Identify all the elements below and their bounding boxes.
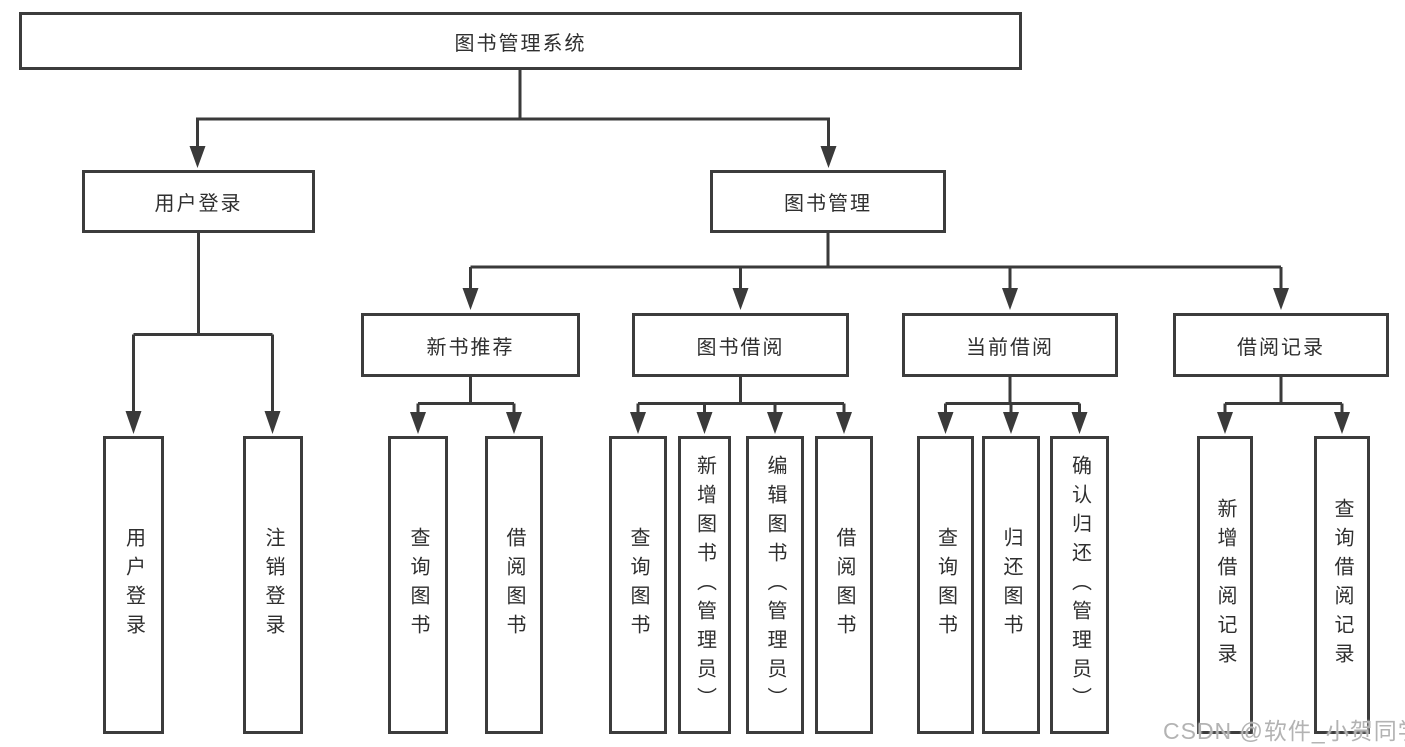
arrowhead-edit-books-admin — [767, 412, 783, 434]
node-borrowing-records: 借阅记录 — [1173, 313, 1389, 377]
node-book-management: 图书管理 — [710, 170, 946, 233]
leaf-label: 借阅图书 — [503, 527, 525, 643]
node-user-login: 用户登录 — [82, 170, 315, 233]
leaf-label: 借阅图书 — [833, 527, 855, 643]
arrowhead-user-login — [189, 146, 206, 168]
connector-borrowing-to-leaves — [636, 377, 846, 415]
leaf-label: 查询借阅记录 — [1331, 498, 1353, 672]
leaf-query-borrow-record: 查询借阅记录 — [1314, 436, 1370, 734]
leaf-query-books-borrowing: 查询图书 — [609, 436, 667, 734]
leaf-logout-login: 注销登录 — [243, 436, 303, 734]
arrowhead-borrow-books-1 — [506, 412, 522, 434]
leaf-add-books-admin: 新增图书（管理员） — [678, 436, 731, 734]
arrowhead-borrow-books-2 — [836, 412, 852, 434]
leaf-label: 编辑图书（管理员） — [764, 454, 786, 716]
leaf-edit-books-admin: 编辑图书（管理员） — [746, 436, 804, 734]
arrowhead-leaf-logout — [264, 411, 281, 434]
leaf-borrow-books-borrowing: 借阅图书 — [815, 436, 873, 734]
leaf-query-books-current: 查询图书 — [917, 436, 974, 734]
arrowhead-book-management — [820, 146, 837, 168]
arrowhead-add-books-admin — [696, 412, 713, 434]
node-library-system: 图书管理系统 — [19, 12, 1022, 70]
leaf-label: 用户登录 — [122, 527, 145, 643]
arrowhead-return-books — [1003, 412, 1019, 434]
arrowhead-query-books-1 — [410, 412, 426, 434]
leaf-label: 新增借阅记录 — [1214, 498, 1236, 672]
arrowhead-current-borrowing — [1002, 288, 1018, 310]
arrowhead-query-borrow-record — [1334, 412, 1350, 434]
leaf-label: 查询图书 — [934, 527, 957, 643]
arrowhead-book-borrowing — [732, 288, 749, 310]
connector-mgmt-to-level3 — [469, 233, 1283, 290]
arrowhead-query-books-2 — [630, 412, 646, 434]
node-current-borrowing: 当前借阅 — [902, 313, 1118, 377]
arrowhead-query-books-3 — [937, 412, 954, 434]
leaf-label: 确认归还（管理员） — [1068, 454, 1091, 716]
connector-records-to-leaves — [1223, 377, 1344, 415]
arrowhead-confirm-return-admin — [1071, 412, 1088, 434]
connector-login-to-leaves — [132, 233, 274, 413]
connector-current-to-leaves — [944, 377, 1081, 415]
leaf-label: 查询图书 — [407, 527, 429, 643]
node-book-borrowing: 图书借阅 — [632, 313, 849, 377]
leaf-borrow-books-recommend: 借阅图书 — [485, 436, 543, 734]
leaf-label: 归还图书 — [1000, 527, 1022, 643]
leaf-user-login: 用户登录 — [103, 436, 164, 734]
leaf-label: 查询图书 — [627, 527, 649, 643]
arrowhead-add-borrow-record — [1217, 412, 1233, 434]
leaf-confirm-return-admin: 确认归还（管理员） — [1050, 436, 1109, 734]
leaf-query-books-recommend: 查询图书 — [388, 436, 448, 734]
csdn-watermark: CSDN @软件_小贺同学 — [1163, 718, 1405, 744]
arrowhead-borrowing-records — [1273, 288, 1289, 310]
leaf-label: 注销登录 — [262, 527, 284, 643]
arrowhead-new-book-recommendation — [462, 288, 479, 310]
leaf-return-books: 归还图书 — [982, 436, 1040, 734]
arrowhead-leaf-user-login — [125, 411, 142, 434]
connector-recommend-to-leaves — [416, 377, 516, 415]
leaf-add-borrow-record: 新增借阅记录 — [1197, 436, 1253, 734]
connector-root-to-level2 — [196, 69, 830, 149]
node-new-book-recommendation: 新书推荐 — [361, 313, 580, 377]
leaf-label: 新增图书（管理员） — [693, 454, 716, 716]
